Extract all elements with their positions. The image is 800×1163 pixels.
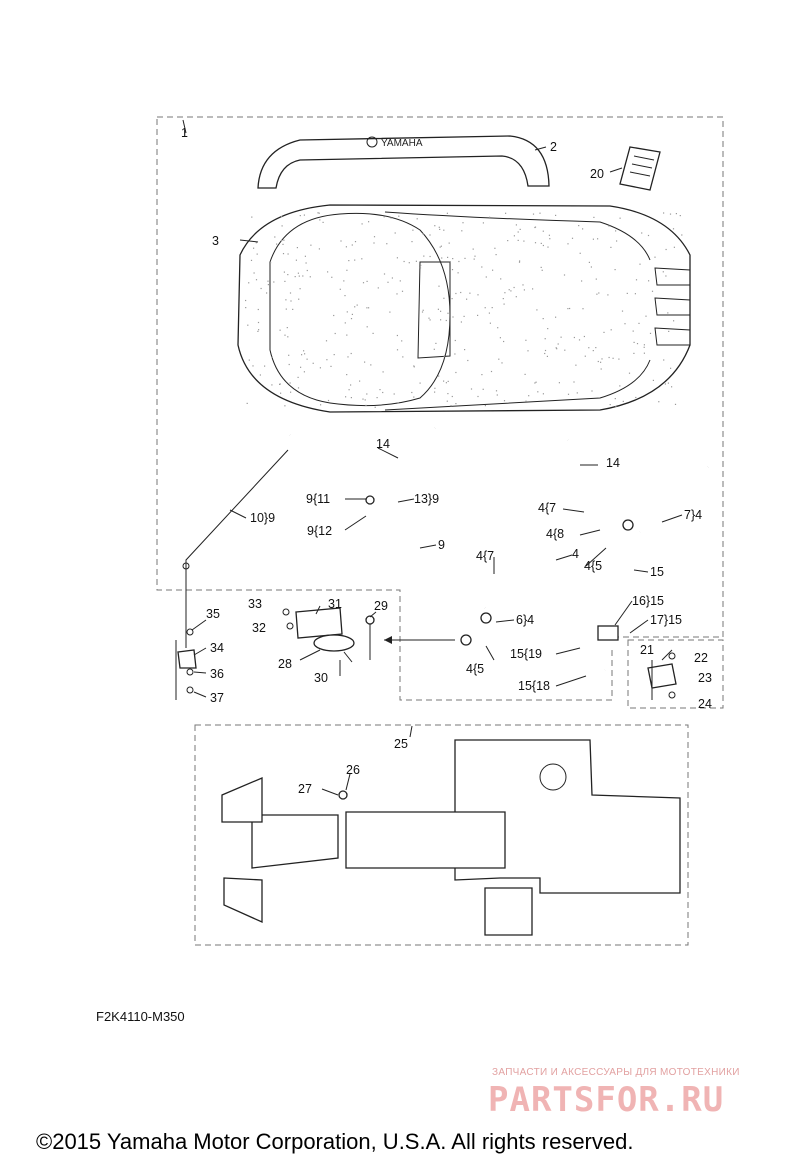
drawing-code: F2K4110-M350 — [96, 1009, 185, 1024]
callout-30: 30 — [314, 671, 328, 685]
callout-2: 2 — [550, 140, 557, 154]
callout-37: 37 — [210, 691, 224, 705]
mount-hardware-right — [647, 652, 677, 700]
copyright-notice: ©2015 Yamaha Motor Corporation, U.S.A. A… — [36, 1129, 634, 1154]
callout-29: 29 — [374, 599, 388, 613]
group-1-outline — [156, 116, 724, 701]
callout-9: 9 — [438, 538, 445, 552]
callout-4-8: 4{8 — [546, 527, 564, 541]
callout-4: 4 — [572, 547, 579, 561]
callout-28: 28 — [278, 657, 292, 671]
label-tag-part — [619, 146, 661, 191]
callout-4-7a: 4{7 — [538, 501, 556, 515]
callout-7-4: 7}4 — [684, 508, 702, 522]
callout-4-5b: 4{5 — [466, 662, 484, 676]
callout-20: 20 — [590, 167, 604, 181]
callout-21: 21 — [640, 643, 654, 657]
cover-texture — [245, 212, 683, 408]
callout-1: 1 — [181, 126, 188, 140]
group-1-ext-right — [627, 639, 724, 709]
callout-14b: 14 — [606, 456, 620, 470]
callout-10-9: 10}9 — [250, 511, 275, 525]
callout-6-4: 6}4 — [516, 613, 534, 627]
callout-15: 15 — [650, 565, 664, 579]
callout-labels: 1 2 3 20 14 14 10}9 9{11 13}9 9{12 9 4{7… — [181, 126, 712, 796]
brand-logo: PARTSFOR.RU — [488, 1080, 725, 1120]
callout-33: 33 — [248, 597, 262, 611]
callout-13-9: 13}9 — [414, 492, 439, 506]
callout-24: 24 — [698, 697, 712, 711]
callout-15-19: 15{19 — [510, 647, 542, 661]
callout-36: 36 — [210, 667, 224, 681]
callout-17-15: 17}15 — [650, 613, 682, 627]
mount-hardware-left — [175, 628, 197, 700]
hinge-bracket-part — [282, 607, 455, 663]
callout-4-7b: 4{7 — [476, 549, 494, 563]
callout-31: 31 — [328, 597, 342, 611]
callout-25: 25 — [394, 737, 408, 751]
callout-9-11: 9{11 — [306, 492, 330, 506]
floor-mat-part — [221, 739, 681, 936]
callout-27: 27 — [298, 782, 312, 796]
callout-32: 32 — [252, 621, 266, 635]
callout-14a: 14 — [376, 437, 390, 451]
callout-22: 22 — [694, 651, 708, 665]
frame-tubes — [182, 427, 709, 671]
brand-tagline: ЗАПЧАСТИ И АКСЕССУАРЫ ДЛЯ МОТОТЕХНИКИ — [492, 1067, 740, 1078]
callout-16-15: 16}15 — [632, 594, 664, 608]
cover-part — [237, 204, 691, 413]
yamaha-logo-text: YAMAHA — [381, 138, 423, 149]
callout-3: 3 — [212, 234, 219, 248]
callout-34: 34 — [210, 641, 224, 655]
callout-35: 35 — [206, 607, 220, 621]
callout-4-5a: 4{5 — [584, 559, 602, 573]
callout-15-18: 15{18 — [518, 679, 550, 693]
handle-part: YAMAHA — [257, 135, 550, 189]
leader-lines — [182, 119, 683, 796]
callout-26: 26 — [346, 763, 360, 777]
callout-9-12: 9{12 — [307, 524, 332, 538]
callout-23: 23 — [698, 671, 712, 685]
group-25-outline — [194, 724, 689, 946]
